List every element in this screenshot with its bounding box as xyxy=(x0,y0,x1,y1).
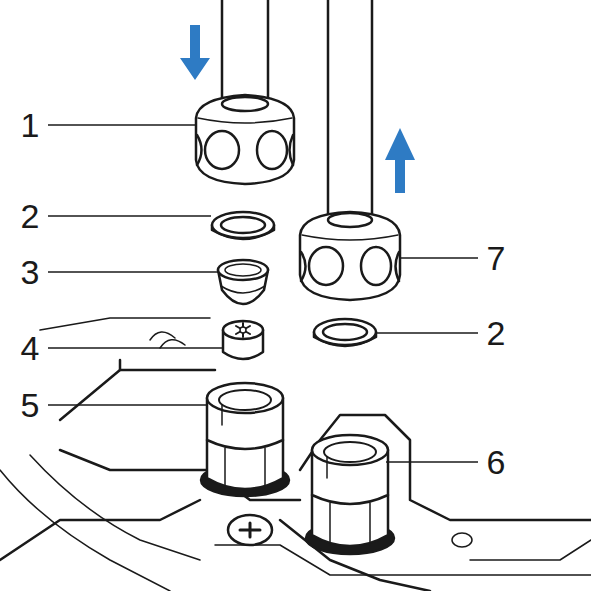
callout-number: 1 xyxy=(19,108,42,142)
callout-number: 6 xyxy=(485,445,508,479)
screw xyxy=(228,515,272,545)
callout-number: 5 xyxy=(19,388,42,422)
fitting-6 xyxy=(306,435,394,554)
callout-number: 7 xyxy=(485,241,508,275)
flow-arrow-out xyxy=(385,128,415,193)
pipe-nut-1 xyxy=(196,0,294,184)
cap-3 xyxy=(218,260,268,304)
callout-number: 3 xyxy=(19,255,42,289)
pipe-nut-7 xyxy=(300,0,400,300)
callout-number: 4 xyxy=(19,331,42,365)
base-plate xyxy=(0,318,591,591)
strainer-4 xyxy=(223,321,263,359)
washer-2 xyxy=(314,319,376,346)
callout-number: 2 xyxy=(19,199,42,233)
callout-number: 2 xyxy=(485,316,508,350)
washer-2 xyxy=(212,212,274,239)
leader-lines xyxy=(48,125,478,462)
fitting-5 xyxy=(201,383,289,496)
flow-arrow-in xyxy=(180,25,210,80)
